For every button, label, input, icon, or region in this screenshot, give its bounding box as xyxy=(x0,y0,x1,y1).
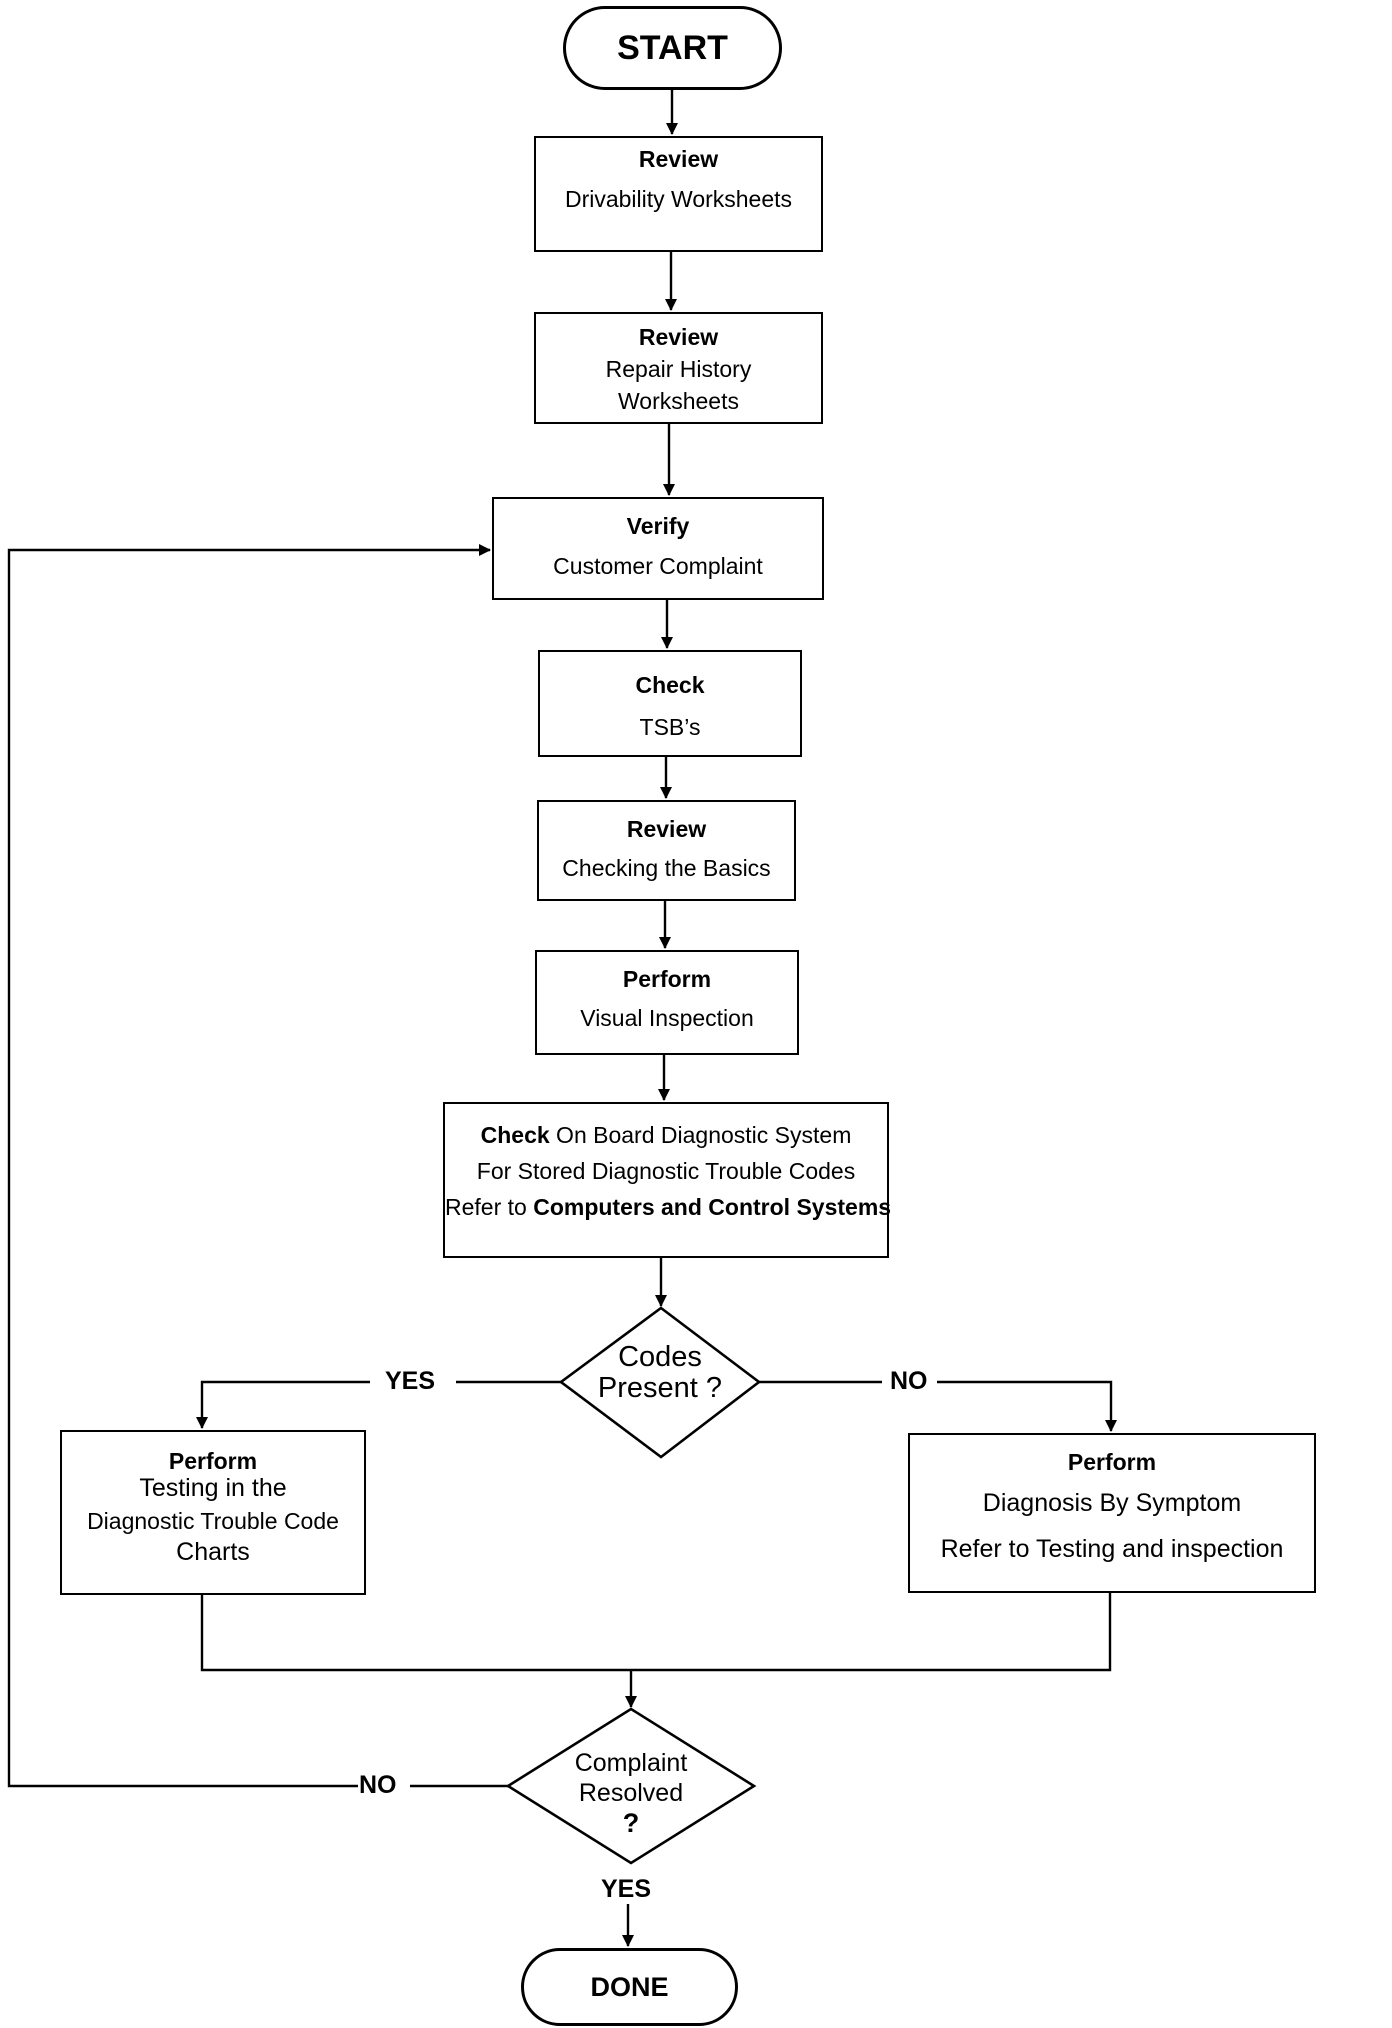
obd-line-3: Refer to Computers and Control Systems xyxy=(445,1194,892,1220)
merge-line xyxy=(200,1593,1112,1672)
step-title: Review xyxy=(638,324,719,350)
step-title: Perform xyxy=(622,966,712,992)
step-title: Verify xyxy=(626,513,690,539)
step-text: Visual Inspection xyxy=(580,1005,754,1031)
arrow-resolved-no-2 xyxy=(7,544,491,1788)
step-text: Testing in the xyxy=(139,1474,287,1502)
arrow-codes-yes-2 xyxy=(196,1380,370,1429)
step-text: TSB’s xyxy=(639,714,701,740)
no-label-2: NO xyxy=(359,1771,397,1799)
step-diagnosis-by-symptom: Perform Diagnosis By Symptom Refer to Te… xyxy=(908,1433,1316,1593)
step-text: Diagnosis By Symptom xyxy=(982,1489,1242,1517)
done-terminal: DONE xyxy=(521,1948,738,2026)
step-review-basics: Review Checking the Basics xyxy=(537,800,796,901)
step-visual-inspection: Perform Visual Inspection xyxy=(535,950,799,1055)
decision-text: Resolved xyxy=(578,1779,684,1807)
step-text: Drivability Worksheets xyxy=(564,186,793,212)
step-text: Repair History xyxy=(605,356,752,382)
step-text: Customer Complaint xyxy=(553,553,763,579)
yes-label-2: YES xyxy=(601,1875,652,1903)
codes-present-label: Codes Present ? xyxy=(561,1342,759,1404)
complaint-resolved-label: Complaint Resolved ? xyxy=(508,1748,754,1838)
complaint-resolved-diamond xyxy=(505,1707,757,1865)
step-review-drivability: Review Drivability Worksheets xyxy=(534,136,823,252)
step-title: Review xyxy=(638,146,719,172)
step-check-obd: Check On Board Diagnostic System For Sto… xyxy=(443,1102,892,1258)
step-text: Diagnostic Trouble Code xyxy=(87,1508,339,1534)
arrow-codes-no-2 xyxy=(937,1380,1117,1432)
step-dtc-charts: Perform Testing in the Diagnostic Troubl… xyxy=(60,1430,366,1595)
decision-text: Codes xyxy=(618,1341,702,1373)
step-text: Checking the Basics xyxy=(562,855,771,881)
decision-text: Present ? xyxy=(597,1372,723,1404)
codes-present-diamond xyxy=(558,1306,762,1459)
step-title: Review xyxy=(626,816,707,842)
obd-line-1: Check On Board Diagnostic System xyxy=(480,1122,852,1148)
step-verify-complaint: Verify Customer Complaint xyxy=(492,497,824,600)
obd-line-2: For Stored Diagnostic Trouble Codes xyxy=(476,1158,856,1184)
step-title: Perform xyxy=(1067,1449,1157,1475)
step-review-repair-history: Review Repair History Worksheets xyxy=(534,312,823,424)
step-title: Check xyxy=(635,672,705,698)
step-text: Refer to Testing and inspection xyxy=(940,1535,1284,1563)
step-text: Worksheets xyxy=(617,388,739,414)
no-label: NO xyxy=(890,1367,928,1395)
step-title: Perform xyxy=(168,1448,258,1474)
start-terminal: START xyxy=(563,6,782,90)
step-check-tsbs: Check TSB’s xyxy=(538,650,802,757)
yes-label: YES xyxy=(385,1367,436,1395)
step-text: Charts xyxy=(176,1538,250,1566)
decision-text: ? xyxy=(622,1808,640,1838)
decision-text: Complaint xyxy=(574,1749,688,1777)
